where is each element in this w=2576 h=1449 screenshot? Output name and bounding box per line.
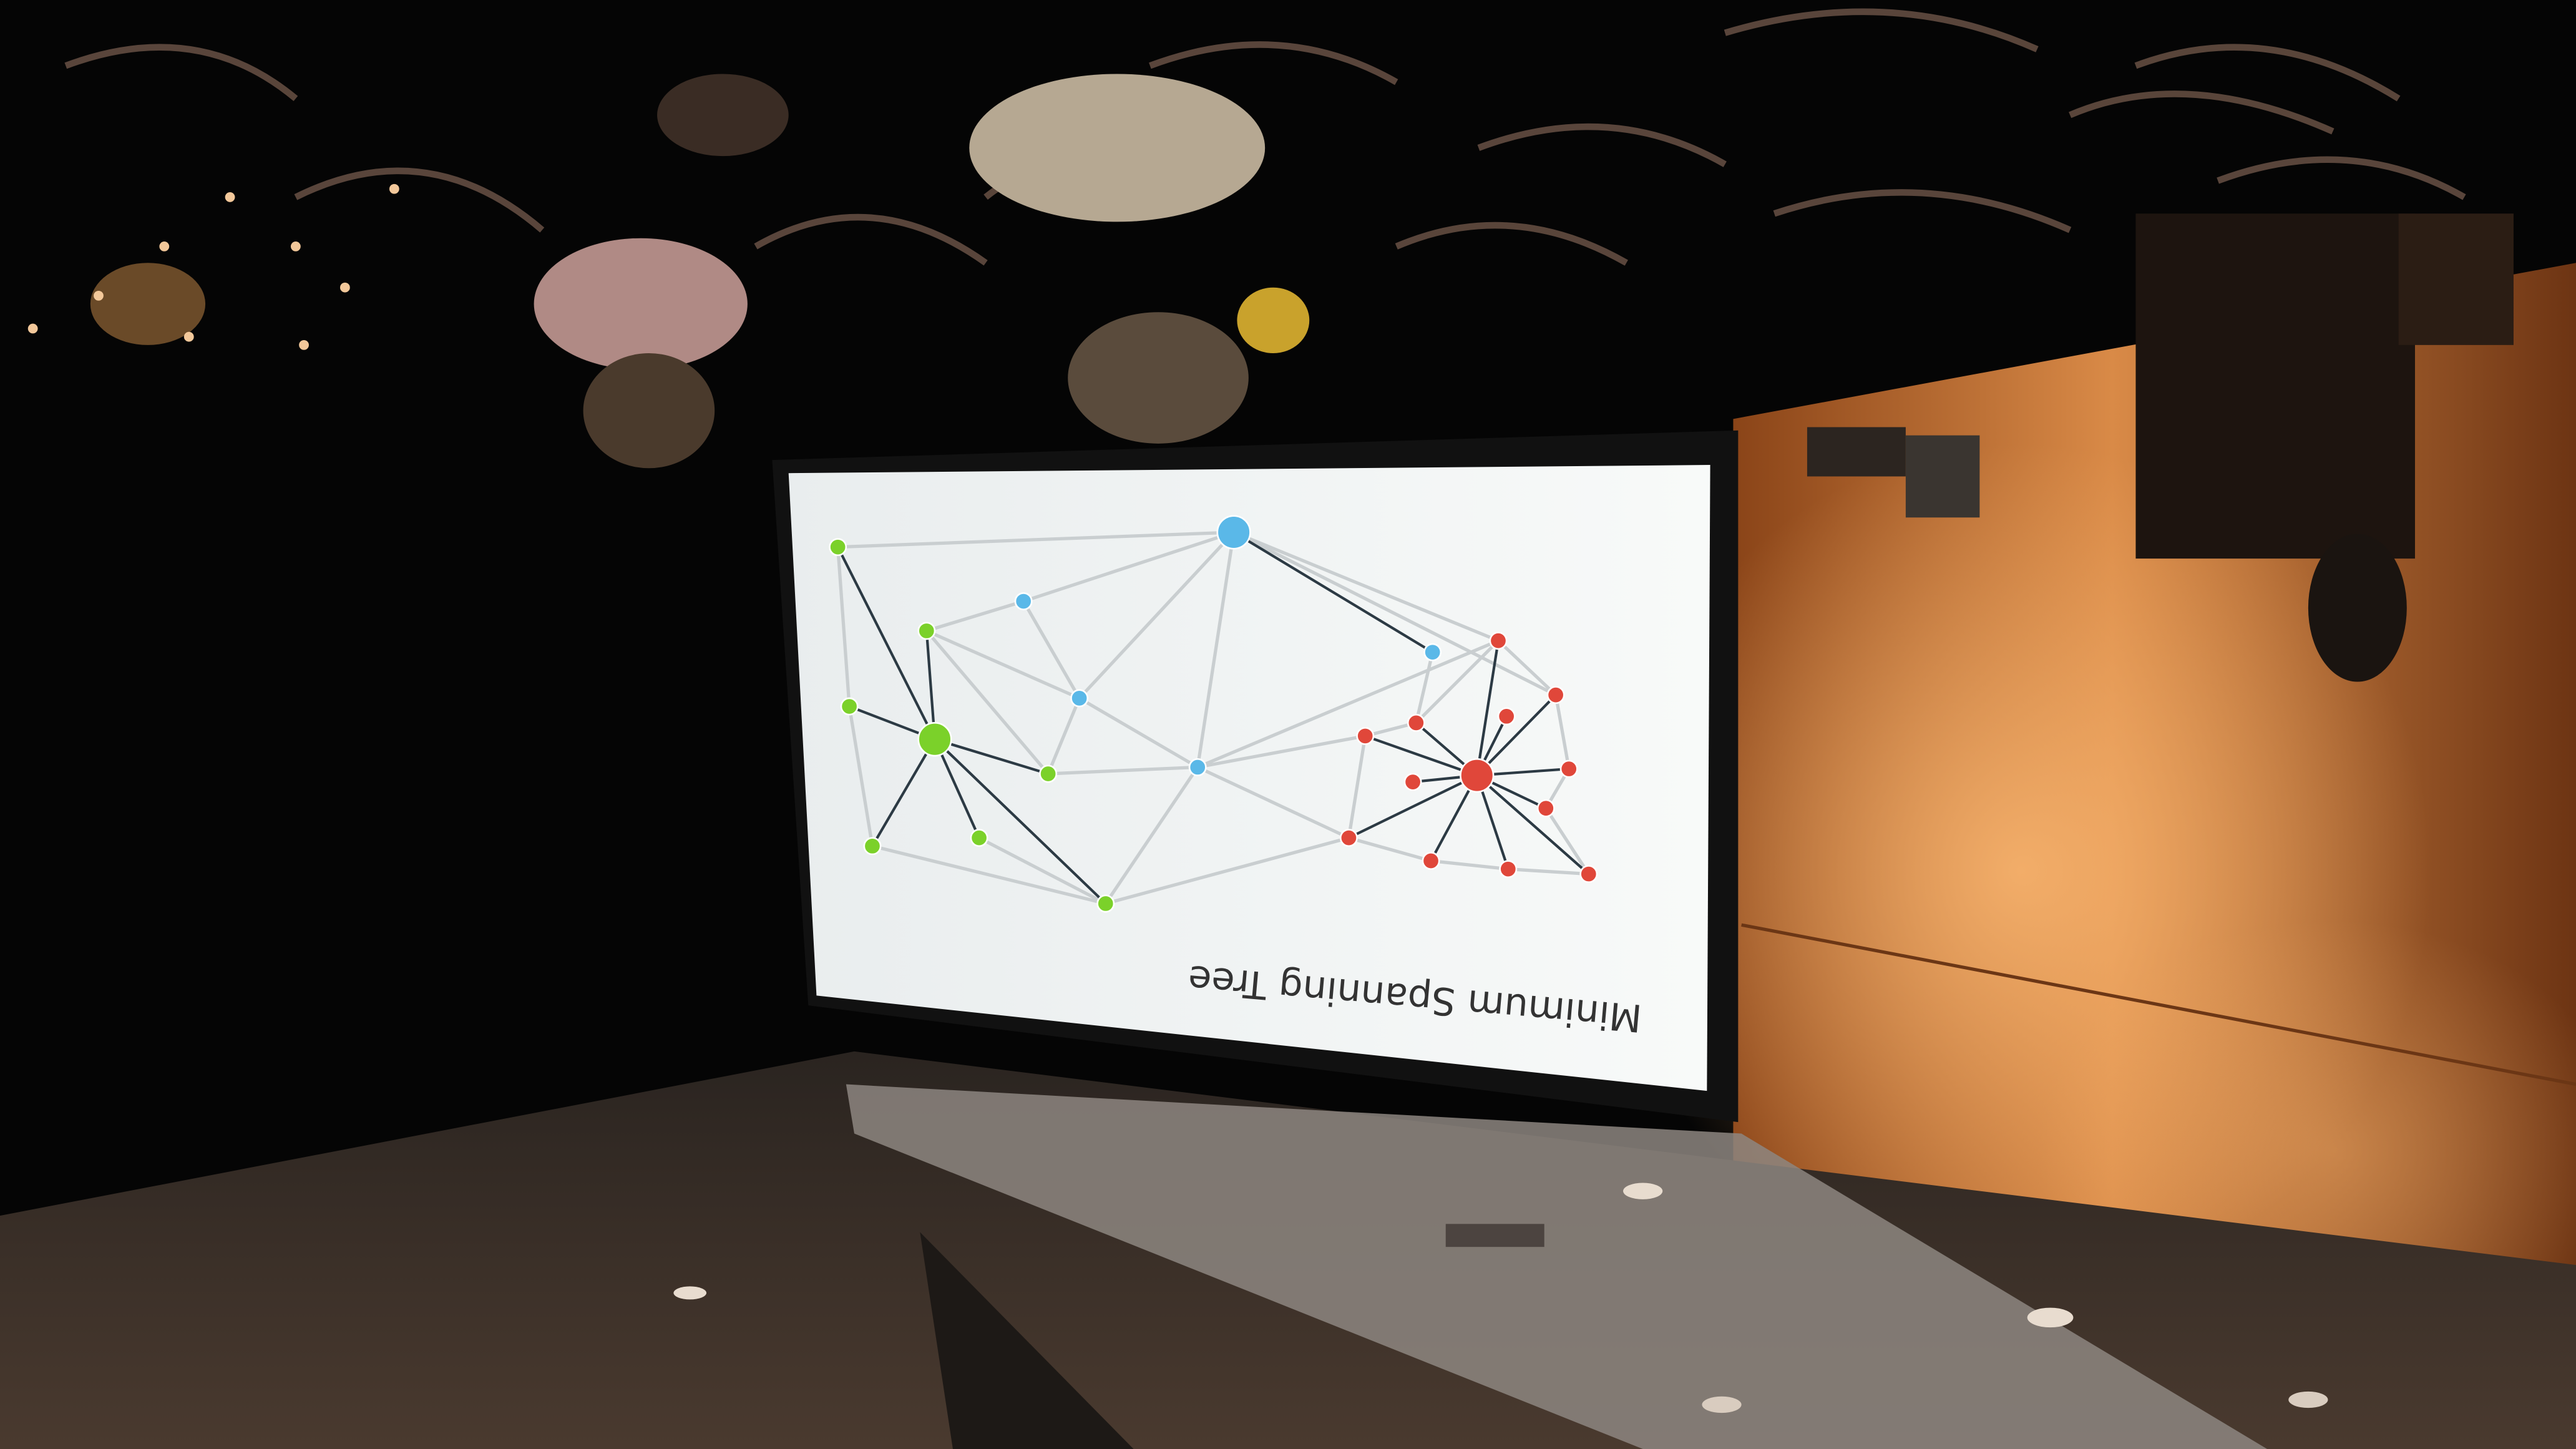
graph-node-red — [1407, 713, 1425, 732]
graph-node-blue — [1070, 689, 1089, 708]
stage-floor — [0, 1051, 2576, 1449]
graph-edge — [1105, 836, 1350, 905]
graph-node-red — [1339, 829, 1358, 847]
graph-node-green — [917, 722, 952, 757]
projection-screen: Minimum Spanning Tree — [772, 430, 1739, 1123]
graph-edge — [1197, 639, 1500, 769]
graph-node-green — [917, 622, 936, 640]
graph-edge — [925, 629, 1080, 700]
graph-node-red — [1356, 726, 1375, 745]
graph-edge — [926, 600, 1024, 633]
audience-people — [90, 74, 1310, 469]
graph-node-red — [1546, 686, 1565, 705]
graph-edge — [1430, 859, 1509, 871]
graph-edge — [1554, 695, 1571, 769]
spanning-tree-edge — [1233, 531, 1433, 653]
graph-node-blue — [1014, 592, 1033, 611]
graph-node-green — [829, 538, 847, 557]
graph-node-red — [1497, 707, 1516, 726]
graph-node-red — [1403, 773, 1422, 791]
spanning-tree-edge — [1476, 774, 1590, 876]
graph-edge — [978, 836, 1106, 905]
graph-edge — [847, 706, 874, 847]
graph-node-red — [1499, 860, 1518, 879]
graph-node-green — [1039, 764, 1058, 783]
graph-edge — [1078, 696, 1199, 769]
graph-node-red — [1579, 865, 1598, 884]
graph-node-red — [1489, 632, 1508, 650]
spanning-tree-edge — [1476, 694, 1557, 777]
graph-diagram — [829, 515, 1598, 913]
graph-edge — [1023, 530, 1234, 603]
slide-surface — [788, 465, 1710, 1091]
graph-node-blue — [1188, 758, 1207, 776]
graph-edge — [872, 844, 1106, 905]
graph-node-red — [1559, 759, 1578, 778]
spanning-tree-edge — [925, 630, 937, 739]
spanning-tree-edge — [934, 738, 1049, 775]
graph-edge — [1046, 697, 1081, 774]
graph-node-blue — [1216, 515, 1251, 550]
graph-edge — [1348, 836, 1432, 863]
spanning-tree-edge — [934, 738, 1107, 905]
graph-node-red — [1460, 758, 1495, 793]
graph-edge — [1544, 807, 1590, 876]
graph-edge — [1048, 765, 1198, 776]
ceiling-lighting-bar — [2135, 213, 2415, 559]
graph-edge — [1415, 639, 1500, 724]
audience-seats — [64, 8, 2466, 266]
graph-node-red — [1422, 852, 1440, 870]
graph-edge — [1196, 532, 1236, 768]
spanning-tree-edge — [1365, 734, 1478, 777]
graph-edge — [925, 630, 1050, 775]
graph-edge — [1233, 530, 1499, 643]
graph-edge — [1022, 600, 1081, 700]
spanning-tree-edge — [1475, 640, 1500, 776]
graph-node-blue — [1423, 643, 1442, 661]
graph-node-green — [863, 837, 882, 856]
spanning-tree-edge — [1348, 774, 1478, 839]
graph-node-green — [1096, 894, 1115, 913]
graph-node-red — [1536, 799, 1555, 817]
graph-edge — [1508, 867, 1589, 876]
graph-edge — [1347, 736, 1367, 839]
stair-lights — [27, 183, 399, 350]
graph-edge — [1497, 639, 1557, 696]
graph-edge — [1197, 766, 1350, 840]
graph-edge — [1197, 734, 1366, 769]
graph-node-green — [840, 697, 859, 716]
graph-node-green — [970, 829, 988, 847]
graph-edge — [1232, 530, 1557, 696]
graph-edge — [1414, 651, 1435, 723]
graph-edge — [1104, 766, 1199, 905]
spanning-tree-edge — [871, 738, 936, 847]
spanning-tree-edge — [934, 738, 980, 839]
graph-edge — [1078, 531, 1236, 700]
graph-edge — [837, 530, 1234, 549]
spanning-tree-edge — [836, 546, 936, 740]
graph-edge — [836, 547, 851, 707]
